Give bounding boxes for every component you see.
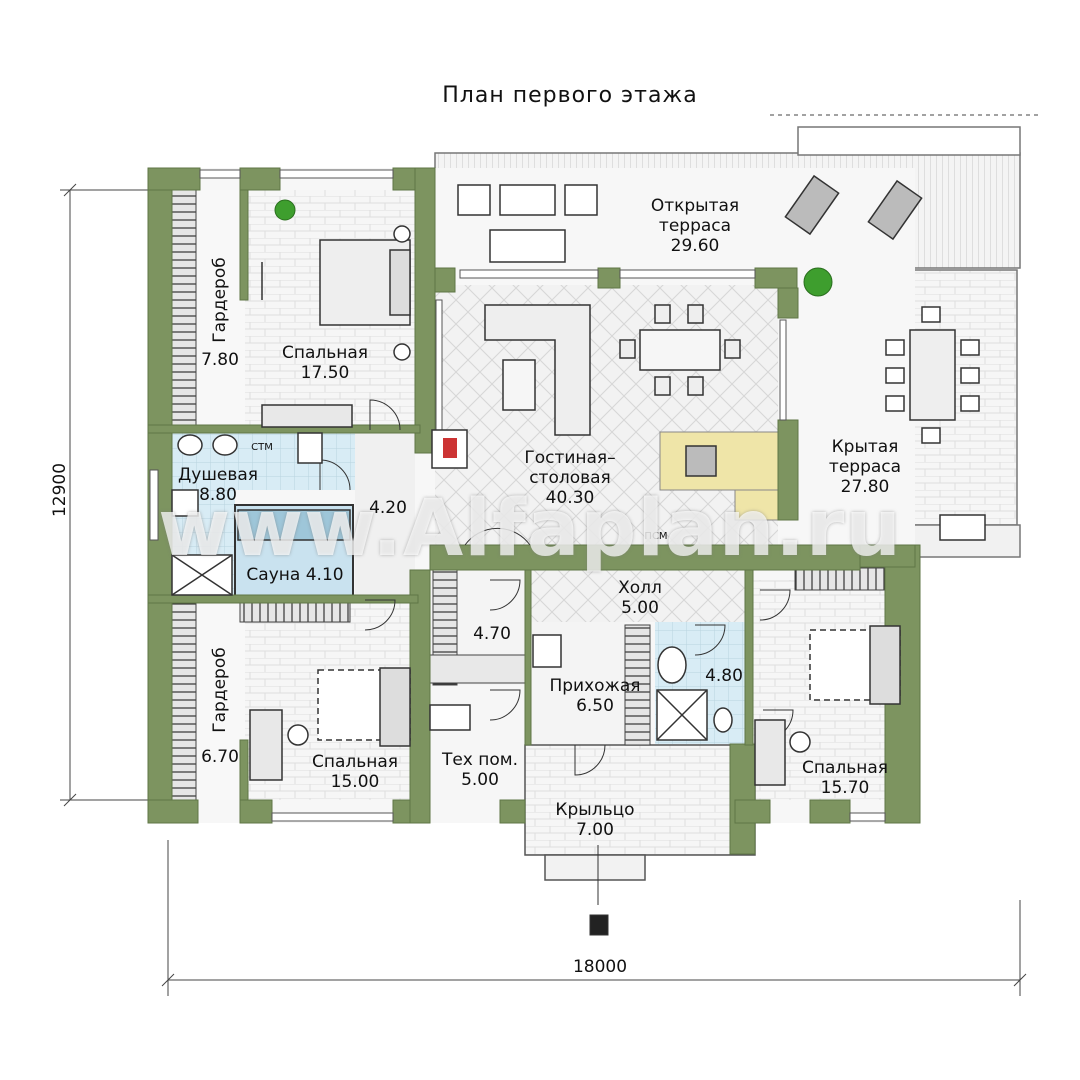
watermark: www.Alfaplan.ru	[158, 484, 902, 574]
room-label-wardrobe-2: Гардероб	[210, 647, 230, 733]
room-label-sauna: Сауна 4.10	[246, 565, 344, 585]
kitchen-mark: ПСМ	[644, 531, 668, 542]
height-dimension: 12900	[50, 462, 70, 518]
room-label-wc: 4.80	[705, 666, 743, 686]
room-label-closet: 4.70	[473, 624, 511, 644]
porch	[524, 744, 756, 856]
plan-title: План первого этажа	[442, 83, 698, 108]
room-label-wardrobe-2-area: 6.70	[201, 747, 239, 767]
wardrobe-1-floor	[195, 190, 245, 425]
sauna-mark: СТМ	[251, 442, 273, 453]
dimension-lines	[60, 114, 1040, 996]
width-dimension: 18000	[572, 957, 628, 977]
room-label-wardrobe-1-area: 7.80	[201, 350, 239, 370]
room-label-wardrobe-1: Гардероб	[210, 257, 230, 343]
room-label-corridor: 4.20	[369, 498, 407, 518]
hall-floor	[530, 570, 747, 622]
room-label-tech-room: Тех пом.5.00	[441, 750, 519, 790]
